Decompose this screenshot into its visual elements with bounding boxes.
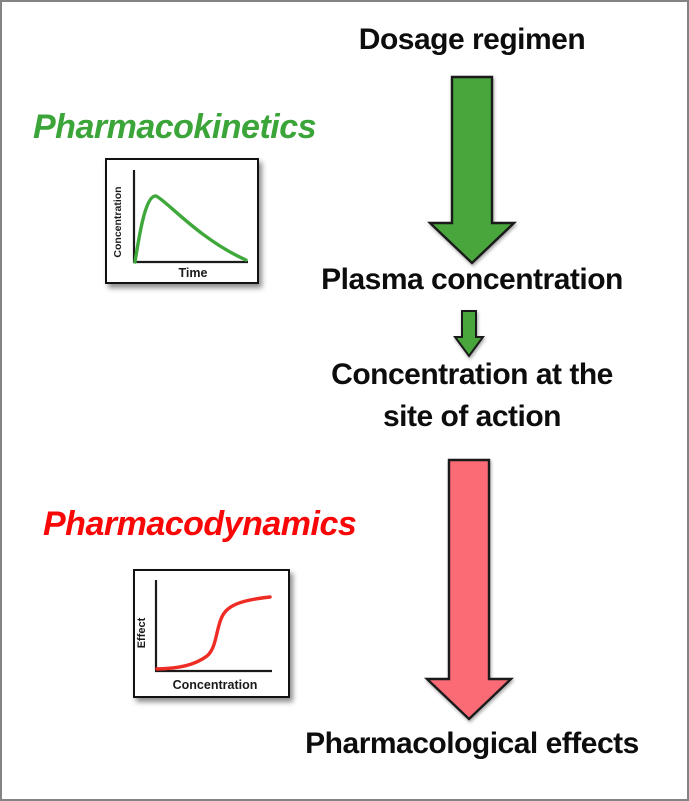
red-arrow-shape [424, 458, 514, 721]
pharmacodynamics-mini-chart: Effect Concentration [133, 569, 290, 698]
pd-effect-curve [155, 595, 272, 671]
label-pharmacokinetics: Pharmacokinetics [33, 108, 317, 146]
green-arrow-shape [427, 75, 517, 265]
node-concentration-at-site-line1: Concentration at the [331, 358, 613, 391]
red-down-arrow-icon [424, 458, 514, 721]
pk-ylabel: Concentration [112, 186, 124, 257]
node-concentration-at-site-line2: site of action [382, 400, 562, 433]
pk-concentration-curve [133, 194, 248, 264]
node-plasma-concentration: Plasma concentration [321, 263, 623, 296]
node-concentration-at-site: Concentration at the site of action [272, 358, 672, 433]
small-green-down-arrow-icon [453, 310, 485, 358]
green-down-arrow-icon [427, 75, 517, 265]
pharmacokinetics-mini-chart: Concentration Time [105, 158, 259, 284]
label-pharmacodynamics: Pharmacodynamics [43, 505, 357, 543]
node-dosage-regimen: Dosage regimen [358, 23, 586, 56]
pk-chart-plot-area: Concentration Time [112, 170, 248, 280]
pk-xlabel: Time [179, 266, 208, 280]
pd-chart-plot-area: Effect Concentration [136, 580, 272, 692]
node-pharmacological-effects: Pharmacological effects [305, 727, 639, 760]
pd-xlabel: Concentration [173, 678, 258, 692]
pd-ylabel: Effect [136, 617, 148, 648]
small-green-arrow-shape [453, 310, 485, 358]
